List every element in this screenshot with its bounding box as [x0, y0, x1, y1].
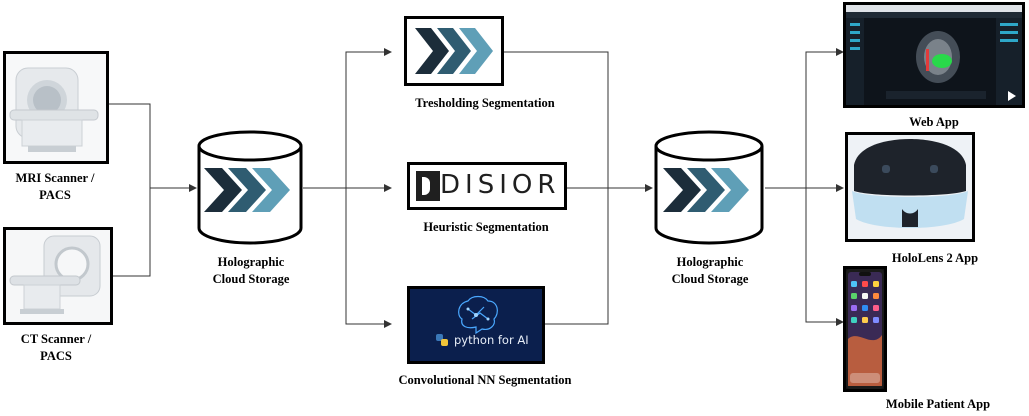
threshold-segmentation-label: Tresholding Segmentation [415, 96, 555, 110]
holographic-storage-right-icon [654, 130, 764, 245]
heuristic-segmentation-label: Heuristic Segmentation [423, 220, 549, 234]
web-app-label: Web App [909, 115, 959, 129]
ct-scanner-image [3, 227, 113, 325]
holographic-storage-left-icon [197, 130, 303, 245]
threshold-segmentation-logo [404, 16, 504, 86]
cnn-segmentation-label: Convolutional NN Segmentation [398, 373, 572, 387]
python-icon [436, 334, 448, 346]
web-app-screenshot [843, 2, 1025, 108]
arrow-to-web-app [805, 48, 844, 188]
mobile-app-screenshot [843, 266, 887, 392]
hololens-app-label: HoloLens 2 App [891, 251, 979, 265]
connector-mri [108, 103, 151, 188]
arrow-to-mobile-app [805, 188, 844, 326]
hololens-app-image [845, 132, 975, 242]
connector-cnn-out [545, 188, 609, 325]
mri-scanner-image [3, 51, 109, 164]
mobile-app-label: Mobile Patient App [885, 397, 991, 411]
ct-scanner-label: CT Scanner /PACS [20, 332, 92, 363]
disior-logo: DISIOR [407, 162, 567, 210]
disior-logo-text: DISIOR [440, 170, 561, 200]
python-for-ai-logo: python for AI [407, 286, 545, 364]
arrow-to-cnn [345, 188, 392, 328]
mri-scanner-label: MRI Scanner /PACS [15, 171, 95, 202]
python-for-ai-text: python for AI [454, 333, 529, 347]
brain-icon [410, 289, 542, 361]
connector-ct [112, 188, 151, 277]
connector-threshold-out [504, 51, 609, 188]
arrow-to-threshold [345, 48, 392, 188]
